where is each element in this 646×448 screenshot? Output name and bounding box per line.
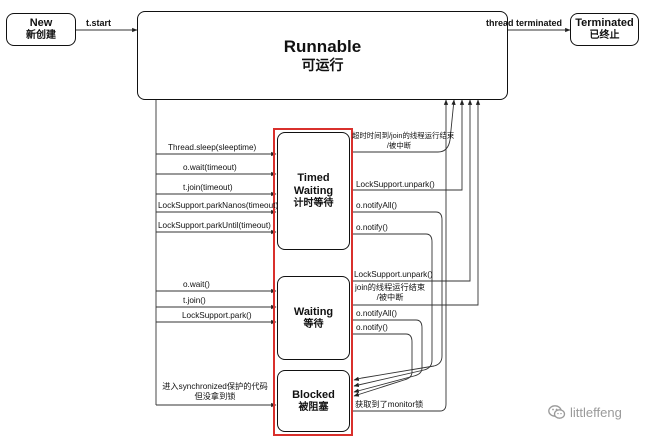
label-join-timeout: t.join(timeout) bbox=[183, 183, 233, 192]
edge-tw-unpark bbox=[351, 99, 465, 191]
label-w-join-line1: join的线程运行结束 bbox=[354, 283, 426, 292]
edge-w-notifyall bbox=[351, 319, 423, 393]
state-blocked-zh: 被阻塞 bbox=[298, 401, 329, 413]
state-blocked: Blocked 被阻塞 bbox=[277, 370, 350, 432]
label-start: t.start bbox=[86, 18, 112, 28]
label-w-notifyall: o.notifyAll() bbox=[356, 309, 397, 318]
label-parkuntil: LockSupport.parkUntil(timeout) bbox=[158, 221, 271, 230]
state-waiting: Waiting 等待 bbox=[277, 276, 350, 360]
blocking-states-highlight bbox=[273, 128, 353, 436]
label-w-join: join的线程运行结束 /被中断 bbox=[352, 283, 428, 303]
label-park: LockSupport.park() bbox=[182, 311, 252, 320]
state-waiting-zh: 等待 bbox=[303, 318, 324, 330]
edge-tw-notifyall bbox=[351, 211, 443, 381]
label-w-notify: o.notify() bbox=[356, 323, 388, 332]
label-wait: o.wait() bbox=[183, 280, 210, 289]
state-new-en: New bbox=[29, 17, 53, 29]
state-timed-waiting: Timed Waiting 计时等待 bbox=[277, 132, 350, 250]
edge-tw-notify bbox=[351, 233, 433, 388]
label-tw-timeout: 超时时间到/join的线程运行结束 /被中断 bbox=[352, 131, 455, 151]
label-tw-notify: o.notify() bbox=[356, 223, 388, 232]
state-timed-waiting-en: Timed Waiting bbox=[293, 172, 334, 197]
label-thread-sleep: Thread.sleep(sleeptime) bbox=[168, 143, 257, 152]
label-w-join-line2: /被中断 bbox=[376, 293, 404, 302]
state-new-zh: 新创建 bbox=[26, 30, 56, 41]
watermark-text: littleffeng bbox=[570, 404, 622, 420]
state-new: New 新创建 bbox=[6, 13, 76, 46]
label-enter-synchronized-line1: 进入synchronized保护的代码 bbox=[162, 382, 268, 391]
label-join: t.join() bbox=[183, 296, 206, 305]
label-thread-terminated: thread terminated bbox=[486, 18, 563, 28]
label-enter-synchronized: 进入synchronized保护的代码 但没拿到锁 bbox=[158, 382, 272, 402]
state-terminated-en: Terminated bbox=[575, 17, 634, 29]
label-tw-unpark: LockSupport.unpark() bbox=[356, 180, 435, 189]
edge-w-unpark bbox=[351, 99, 473, 282]
label-tw-timeout-line1: 超时时间到/join的线程运行结束 bbox=[352, 131, 455, 140]
label-enter-synchronized-line2: 但没拿到锁 bbox=[194, 392, 236, 401]
wechat-icon bbox=[548, 405, 566, 419]
state-terminated: Terminated 已终止 bbox=[570, 13, 639, 46]
edge-w-notify bbox=[351, 333, 413, 397]
edge-b-monitor bbox=[351, 99, 449, 412]
label-tw-timeout-line2: /被中断 bbox=[386, 141, 412, 150]
label-b-monitor: 获取到了monitor锁 bbox=[355, 400, 424, 409]
state-timed-waiting-zh: 计时等待 bbox=[293, 198, 334, 209]
label-tw-notifyall: o.notifyAll() bbox=[356, 201, 397, 210]
state-runnable: Runnable 可运行 bbox=[137, 11, 508, 100]
label-wait-timeout: o.wait(timeout) bbox=[183, 163, 237, 172]
label-w-unpark: LockSupport.unpark() bbox=[354, 270, 433, 279]
state-blocked-en: Blocked bbox=[292, 388, 335, 401]
state-terminated-zh: 已终止 bbox=[589, 30, 620, 41]
state-waiting-en: Waiting bbox=[293, 305, 334, 318]
state-runnable-zh: 可运行 bbox=[301, 57, 344, 73]
edge-w-join bbox=[351, 99, 481, 306]
state-runnable-en: Runnable bbox=[283, 37, 362, 56]
label-parknanos: LockSupport.parkNanos(timeout) bbox=[158, 201, 279, 210]
watermark: littleffeng bbox=[548, 404, 622, 420]
